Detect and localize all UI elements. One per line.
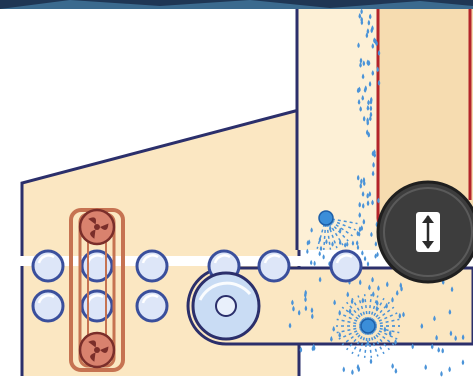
- up-down-arrow-icon: [416, 212, 440, 252]
- droplet: [361, 250, 363, 255]
- roller: [259, 251, 289, 281]
- droplet: [395, 368, 398, 374]
- droplet: [351, 369, 354, 375]
- belt-pulley: [193, 273, 259, 339]
- droplet: [342, 367, 345, 373]
- droplet: [440, 371, 443, 377]
- roller: [33, 291, 63, 321]
- machine-housing: [22, 110, 299, 388]
- roller: [137, 291, 167, 321]
- droplet: [319, 251, 321, 256]
- droplet: [441, 348, 444, 354]
- droplet: [448, 366, 451, 372]
- fan-icon: [80, 333, 114, 367]
- droplet: [391, 363, 394, 369]
- droplet: [370, 358, 373, 364]
- dark-drum: [378, 182, 473, 282]
- roller: [33, 251, 63, 281]
- fan-icon: [80, 210, 114, 244]
- droplet: [462, 359, 465, 365]
- roller: [137, 251, 167, 281]
- floor: [0, 376, 473, 388]
- roller: [331, 251, 361, 281]
- top-photo-strip: [0, 0, 473, 9]
- roller: [82, 291, 112, 321]
- droplet: [424, 364, 427, 370]
- droplet: [437, 347, 440, 353]
- roller: [82, 251, 112, 281]
